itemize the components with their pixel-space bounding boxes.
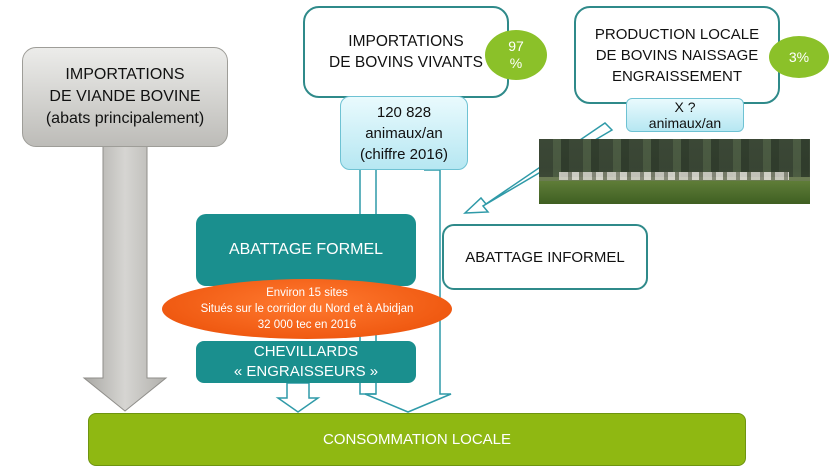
sites-info-label: Environ 15 sites Situés sur le corridor … — [200, 287, 414, 331]
chevillards-label: CHEVILLARDS « ENGRAISSEURS » — [233, 343, 379, 380]
importations-vivants-label: IMPORTATIONS DE BOVINS VIVANTS — [329, 33, 483, 71]
production-locale-box: PRODUCTION LOCALE DE BOVINS NAISSAGE ENG… — [574, 6, 780, 104]
vivants-percentage-badge: 97 % — [485, 30, 547, 80]
abattage-informel-box: ABATTAGE INFORMEL — [442, 224, 648, 290]
locale-percentage-label: 3% — [788, 49, 810, 65]
importations-viande-label: IMPORTATIONS DE VIANDE BOVINE (abats pri… — [45, 66, 205, 127]
vivants-count-box: 120 828 animaux/an (chiffre 2016) — [340, 96, 468, 170]
importations-viande-box: IMPORTATIONS DE VIANDE BOVINE (abats pri… — [22, 47, 228, 147]
consommation-locale-label: CONSOMMATION LOCALE — [322, 431, 512, 448]
production-locale-label: PRODUCTION LOCALE DE BOVINS NAISSAGE ENG… — [594, 25, 760, 85]
vivants-percentage-label: 97 % — [508, 38, 524, 71]
locale-percentage-badge: 3% — [769, 36, 829, 78]
viande-to-consommation-arrow — [82, 145, 168, 412]
abattage-formel-box: ABATTAGE FORMEL — [196, 214, 416, 286]
vivants-to-consommation-arrow — [364, 169, 452, 413]
consommation-locale-bar: CONSOMMATION LOCALE — [88, 413, 746, 466]
chevillards-to-consommation-arrow — [275, 382, 321, 413]
sites-info-ellipse: Environ 15 sites Situés sur le corridor … — [162, 279, 452, 339]
vivants-count-label: 120 828 animaux/an (chiffre 2016) — [359, 103, 449, 163]
importations-vivants-box: IMPORTATIONS DE BOVINS VIVANTS — [303, 6, 509, 98]
chevillards-box: CHEVILLARDS « ENGRAISSEURS » — [196, 341, 416, 383]
locale-count-label: X ? animaux/an — [648, 99, 722, 131]
abattage-formel-label: ABATTAGE FORMEL — [228, 241, 384, 258]
locale-count-box: X ? animaux/an — [626, 98, 744, 132]
abattage-informel-label: ABATTAGE INFORMEL — [465, 248, 625, 266]
cattle-herd-photo — [539, 139, 810, 204]
